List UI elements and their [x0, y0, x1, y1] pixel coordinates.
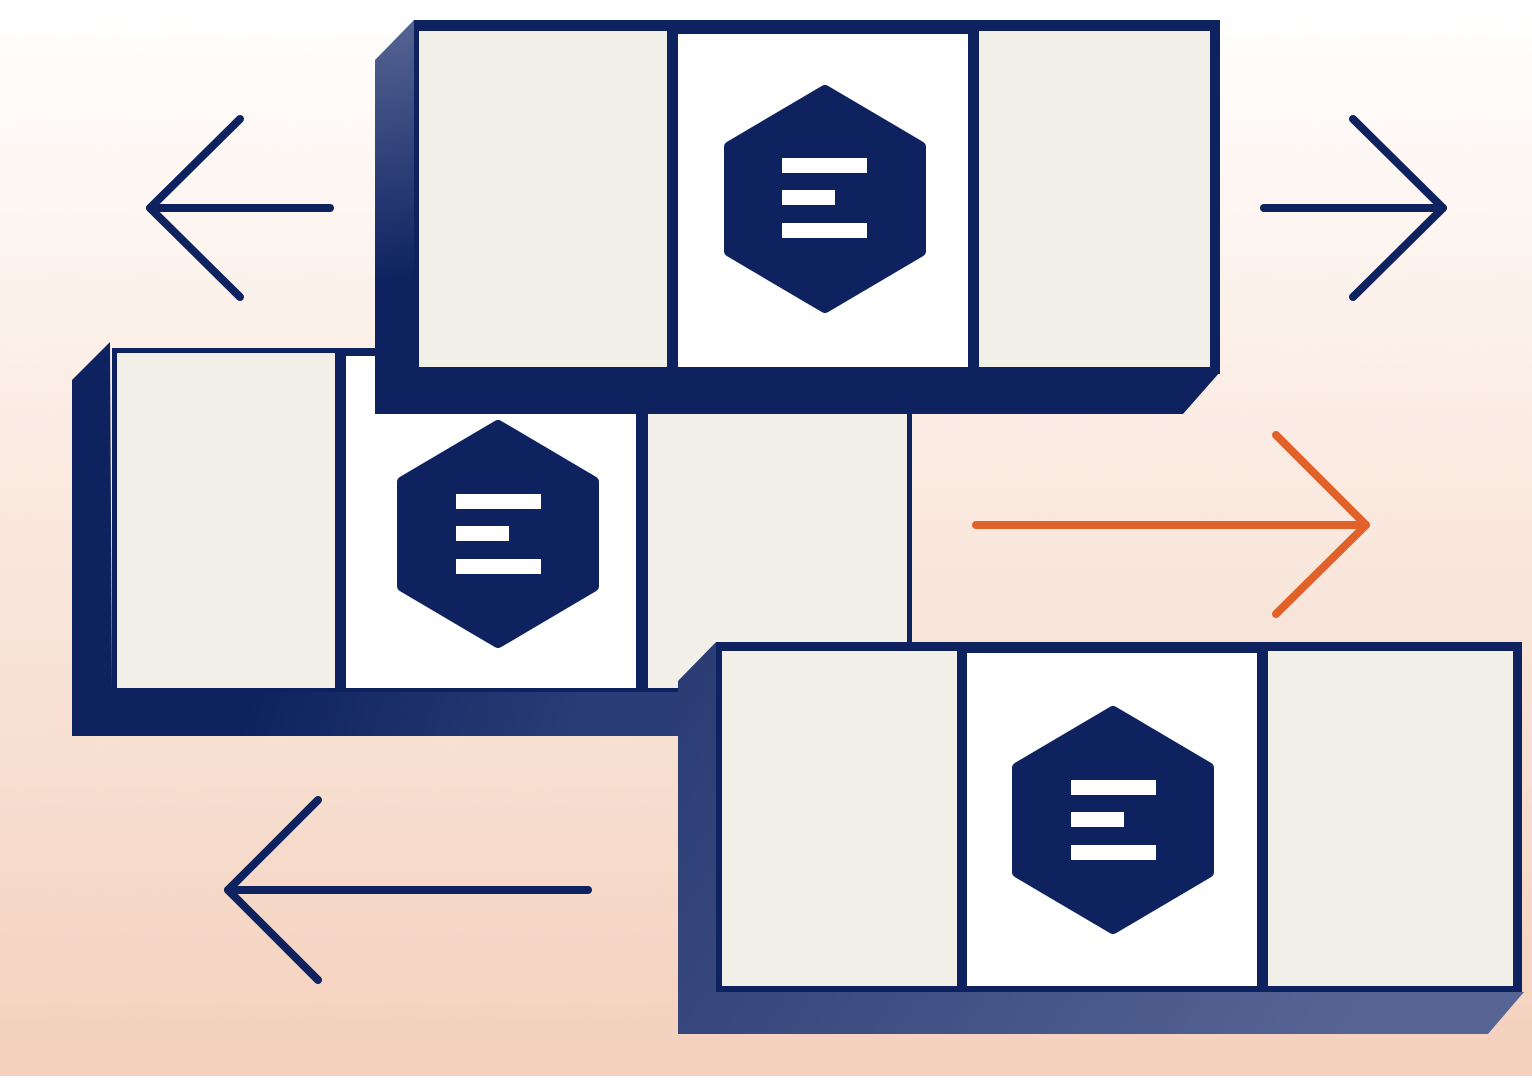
carousel-bottom: [678, 642, 1524, 1034]
carousel-bottom-slide-right: [1268, 651, 1513, 986]
carousel-top-shadow: [375, 20, 1220, 414]
carousel-middle-shadow: [72, 342, 680, 736]
arrow-left-icon: [224, 796, 592, 984]
carousel-top-slide-left: [419, 31, 667, 367]
document-hex-icon: [724, 85, 926, 313]
document-hex-icon: [1012, 706, 1214, 934]
carousel-top: [375, 20, 1220, 414]
arrow-left-icon: [146, 115, 334, 301]
carousel-bottom-shadow: [678, 642, 1524, 1034]
arrow-right-icon: [1260, 115, 1447, 301]
arrow-right-icon: [972, 431, 1370, 618]
carousel-top-slide-right: [979, 31, 1210, 367]
carousel-middle-slide-left: [117, 353, 335, 688]
document-hex-icon: [397, 420, 599, 648]
carousel-bottom-slide-left: [722, 651, 957, 986]
carousel-middle: [72, 342, 912, 736]
